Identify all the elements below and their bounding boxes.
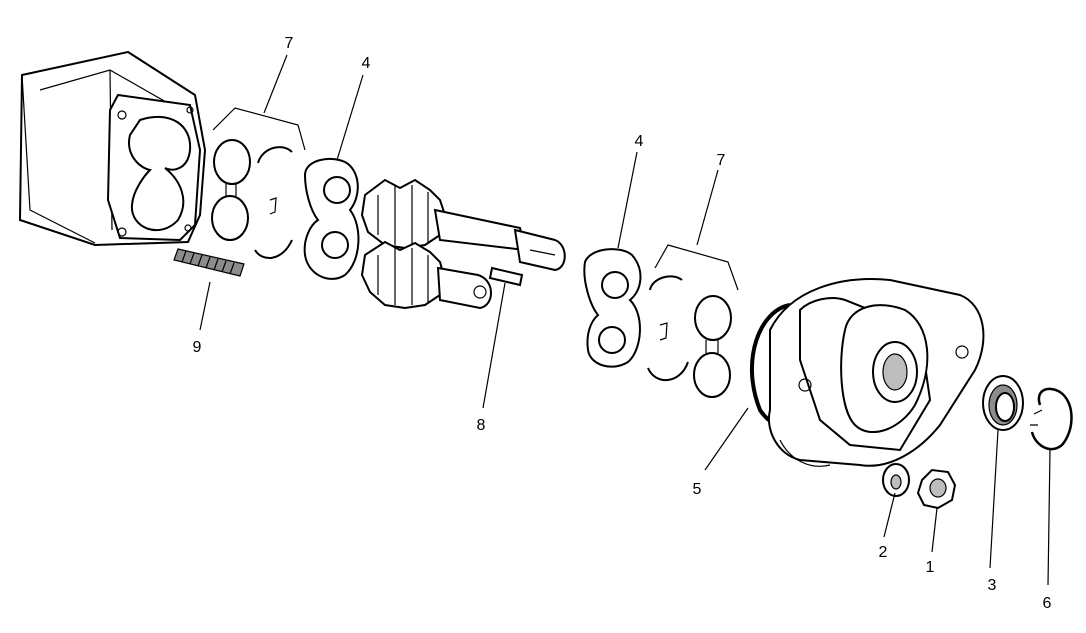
drive-gear-assembly bbox=[360, 178, 566, 272]
callout-5: 5 bbox=[693, 481, 702, 498]
callout-7-right: 7 bbox=[717, 152, 726, 169]
front-housing bbox=[767, 278, 985, 467]
callout-3: 3 bbox=[988, 577, 997, 594]
wear-plate-right bbox=[583, 248, 642, 368]
stud-part-9 bbox=[173, 248, 245, 277]
callout-4-right: 4 bbox=[635, 133, 644, 150]
seal-set-right bbox=[647, 244, 739, 398]
callout-9: 9 bbox=[193, 339, 202, 356]
callout-8: 8 bbox=[477, 417, 486, 434]
leader-lines bbox=[199, 54, 1051, 586]
callout-labels: 7 4 9 8 4 7 5 2 1 3 6 bbox=[193, 35, 1052, 612]
retaining-ring-part-6 bbox=[1030, 387, 1073, 451]
rear-housing bbox=[18, 50, 207, 247]
callout-4-left: 4 bbox=[362, 55, 371, 72]
callout-2: 2 bbox=[879, 544, 888, 561]
callout-6: 6 bbox=[1043, 595, 1052, 612]
callout-7-left: 7 bbox=[285, 35, 294, 52]
shaft-seal-part-3 bbox=[982, 375, 1024, 431]
nut-part-1 bbox=[916, 468, 957, 510]
seal-set-left bbox=[211, 107, 306, 259]
driven-gear-assembly bbox=[360, 240, 492, 310]
callout-1: 1 bbox=[926, 559, 935, 576]
wear-plate-left bbox=[303, 157, 360, 280]
key-part-8 bbox=[488, 266, 524, 287]
washer-part-2 bbox=[882, 463, 910, 497]
